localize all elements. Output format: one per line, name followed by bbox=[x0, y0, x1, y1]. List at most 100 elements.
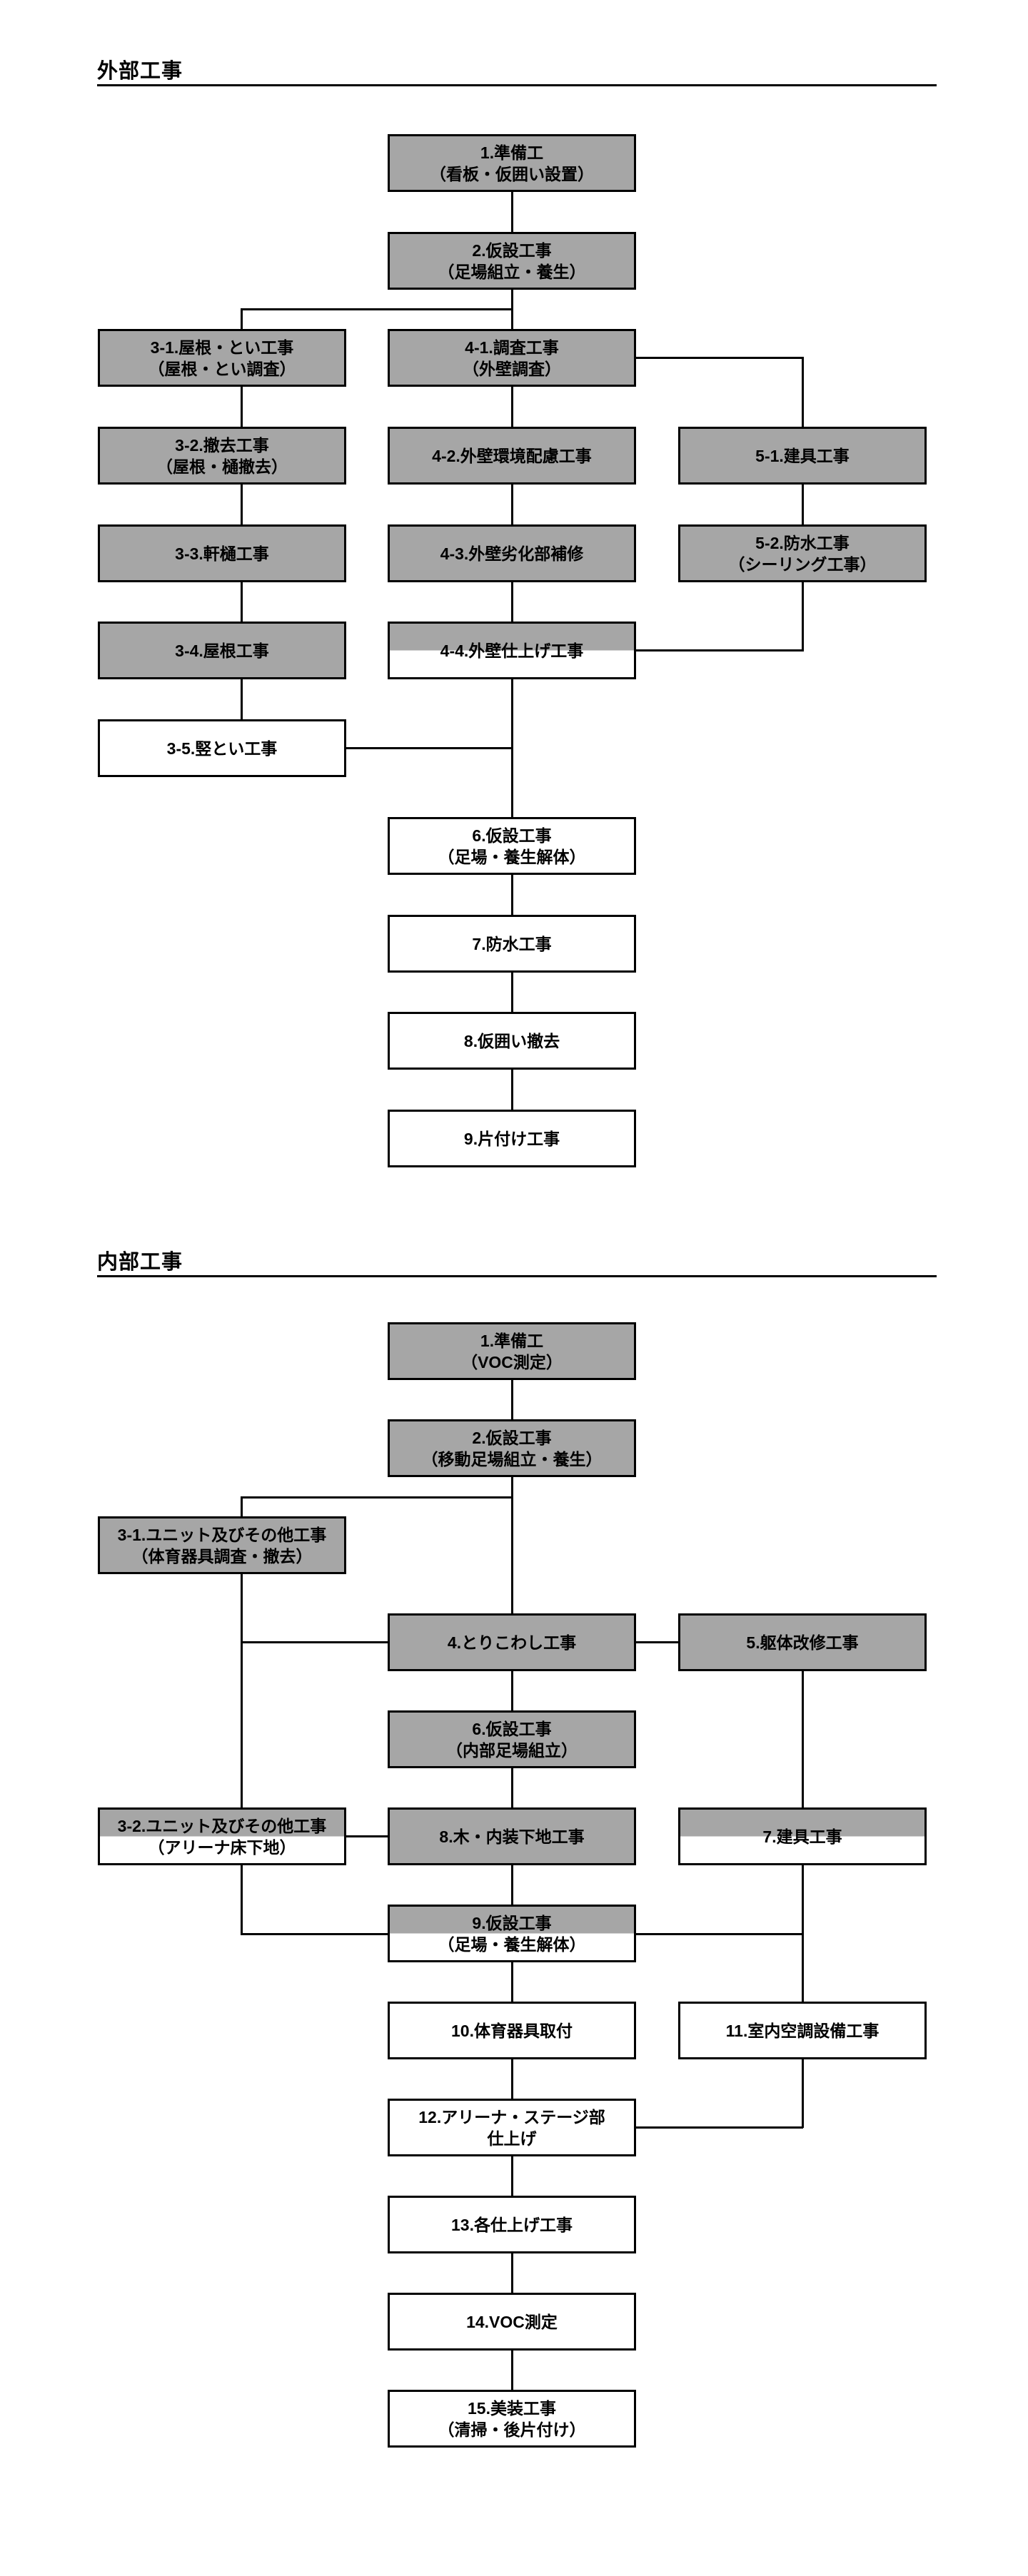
flow-node-sublabel: （足場・養生解体） bbox=[438, 847, 586, 866]
connector-line bbox=[636, 2126, 803, 2129]
flow-node-label: 11.室内空調設備工事 bbox=[725, 2021, 880, 2040]
flow-node-sublabel: （外壁調査） bbox=[463, 359, 561, 378]
flow-node-label: 8.木・内装下地工事 bbox=[439, 1827, 585, 1846]
connector-line bbox=[241, 1641, 388, 1643]
flow-node-label: 3-2.撤去工事 bbox=[175, 435, 269, 455]
flow-node-label: 5-2.防水工事 bbox=[755, 533, 850, 552]
flow-node-label: 6.仮設工事 bbox=[472, 1719, 552, 1738]
connector-line bbox=[802, 1671, 804, 1807]
connector-line bbox=[511, 485, 513, 524]
flow-node-interior-6: 6.仮設工事（内部足場組立） bbox=[388, 1710, 636, 1768]
connector-line bbox=[511, 2351, 513, 2390]
flow-node-label: 4-4.外壁仕上げ工事 bbox=[440, 641, 584, 660]
connector-line bbox=[636, 357, 802, 359]
flow-node-exterior-3-2: 3-2.撤去工事 （屋根・樋撤去） bbox=[98, 427, 346, 485]
flow-node-sublabel: （アリーナ床下地） bbox=[148, 1837, 296, 1857]
flow-node-interior-2: 2.仮設工事（移動足場組立・養生） bbox=[388, 1419, 636, 1477]
flow-node-exterior-1: 1.準備工 （看板・仮囲い設置） bbox=[388, 134, 636, 192]
section-rule-exterior bbox=[97, 84, 937, 86]
flow-node-exterior-2: 2.仮設工事 （足場組立・養生） bbox=[388, 232, 636, 290]
section-title-interior: 内部工事 bbox=[97, 1251, 183, 1274]
flow-node-interior-10: 10.体育器具取付 bbox=[388, 2002, 636, 2059]
flow-node-label: 7.建具工事 bbox=[762, 1827, 842, 1846]
flow-node-interior-4: 4.とりこわし工事 bbox=[388, 1613, 636, 1671]
connector-line bbox=[241, 1574, 243, 1807]
connector-line bbox=[511, 1671, 513, 1710]
flow-node-exterior-9: 9.片付け工事 bbox=[388, 1110, 636, 1167]
connector-line bbox=[241, 387, 243, 427]
connector-line bbox=[802, 582, 804, 651]
flow-node-label: 9.片付け工事 bbox=[463, 1129, 560, 1148]
flow-node-label: 10.体育器具取付 bbox=[451, 2021, 573, 2040]
flow-node-label: 2.仮設工事 bbox=[472, 1428, 552, 1447]
connector-line bbox=[241, 582, 243, 622]
connector-line bbox=[511, 1380, 513, 1419]
flow-node-sublabel: 仕上げ bbox=[487, 2129, 537, 2148]
connector-line bbox=[511, 1962, 513, 2002]
flow-node-sublabel: （看板・仮囲い設置） bbox=[430, 164, 594, 183]
flow-node-exterior-4-2: 4-2.外壁環境配慮工事 bbox=[388, 427, 636, 485]
connector-line bbox=[241, 308, 513, 310]
flow-node-exterior-3-5: 3-5.竪とい工事 bbox=[98, 719, 346, 777]
flow-node-label: 4-2.外壁環境配慮工事 bbox=[432, 446, 592, 465]
flow-node-exterior-4-4: 4-4.外壁仕上げ工事 bbox=[388, 622, 636, 679]
flow-node-exterior-3-4: 3-4.屋根工事 bbox=[98, 622, 346, 679]
flow-node-label: 1.準備工 bbox=[480, 1331, 544, 1350]
connector-line bbox=[241, 1496, 513, 1499]
flow-node-label: 14.VOC測定 bbox=[466, 2312, 558, 2331]
flow-node-label: 9.仮設工事 bbox=[472, 1913, 552, 1932]
flow-node-label: 2.仮設工事 bbox=[472, 240, 552, 260]
flow-node-interior-12: 12.アリーナ・ステージ部仕上げ bbox=[388, 2099, 636, 2156]
flow-node-label: 3-5.竪とい工事 bbox=[166, 739, 278, 758]
flow-node-sublabel: （屋根・樋撤去） bbox=[156, 457, 288, 476]
flow-node-interior-3-1: 3-1.ユニット及びその他工事 （体育器具調査・撤去） bbox=[98, 1516, 346, 1574]
flow-node-label: 3-3.軒樋工事 bbox=[175, 544, 269, 563]
flow-node-interior-7: 7.建具工事 bbox=[678, 1807, 927, 1865]
flow-node-label: 5-1.建具工事 bbox=[755, 446, 850, 465]
connector-line bbox=[241, 309, 243, 329]
connector-line bbox=[636, 1933, 803, 1935]
flow-node-interior-1: 1.準備工 （VOC測定） bbox=[388, 1322, 636, 1380]
flow-node-label: 3-1.ユニット及びその他工事 bbox=[117, 1525, 327, 1544]
flow-node-sublabel: （VOC測定） bbox=[461, 1352, 563, 1371]
connector-line bbox=[511, 1070, 513, 1110]
connector-line bbox=[802, 2059, 804, 2128]
flow-node-sublabel: （足場組立・養生） bbox=[438, 262, 586, 281]
connector-line bbox=[511, 582, 513, 622]
connector-line bbox=[346, 747, 513, 749]
section-title-exterior: 外部工事 bbox=[97, 60, 183, 83]
flow-node-label: 8.仮囲い撤去 bbox=[463, 1031, 560, 1050]
flow-node-interior-5: 5.躯体改修工事 bbox=[678, 1613, 927, 1671]
connector-line bbox=[346, 1835, 388, 1837]
flow-node-interior-13: 13.各仕上げ工事 bbox=[388, 2196, 636, 2253]
flow-node-exterior-5-2: 5-2.防水工事 （シーリング工事） bbox=[678, 524, 927, 582]
flow-node-sublabel: （体育器具調査・撤去） bbox=[131, 1546, 313, 1566]
flow-node-label: 4.とりこわし工事 bbox=[447, 1633, 577, 1652]
connector-line bbox=[511, 2253, 513, 2293]
flow-node-interior-8: 8.木・内装下地工事 bbox=[388, 1807, 636, 1865]
flow-node-label: 1.準備工 bbox=[480, 143, 544, 162]
connector-line bbox=[511, 2059, 513, 2099]
connector-line bbox=[511, 2156, 513, 2196]
connector-line bbox=[802, 485, 804, 524]
flow-node-sublabel: （足場・養生解体） bbox=[438, 1934, 586, 1954]
flow-node-exterior-7: 7.防水工事 bbox=[388, 915, 636, 973]
flow-node-label: 4-1.調査工事 bbox=[465, 338, 559, 357]
flow-node-interior-14: 14.VOC測定 bbox=[388, 2293, 636, 2351]
flow-node-sublabel: （シーリング工事） bbox=[728, 554, 877, 574]
flow-node-interior-9: 9.仮設工事 （足場・養生解体） bbox=[388, 1905, 636, 1962]
connector-line bbox=[511, 1768, 513, 1807]
connector-line bbox=[241, 1496, 243, 1516]
flow-node-interior-11: 11.室内空調設備工事 bbox=[678, 2002, 927, 2059]
flow-node-label: 5.躯体改修工事 bbox=[746, 1633, 859, 1652]
flow-node-exterior-3-3: 3-3.軒樋工事 bbox=[98, 524, 346, 582]
flow-node-label: 7.防水工事 bbox=[472, 934, 552, 953]
flow-node-label: 15.美装工事 bbox=[468, 2398, 556, 2418]
connector-line bbox=[241, 1865, 243, 1934]
section-rule-interior bbox=[97, 1275, 937, 1277]
flow-node-exterior-5-1: 5-1.建具工事 bbox=[678, 427, 927, 485]
connector-line bbox=[636, 1641, 678, 1643]
flow-node-sublabel: （屋根・とい調査） bbox=[148, 359, 296, 378]
connector-line bbox=[802, 357, 804, 427]
